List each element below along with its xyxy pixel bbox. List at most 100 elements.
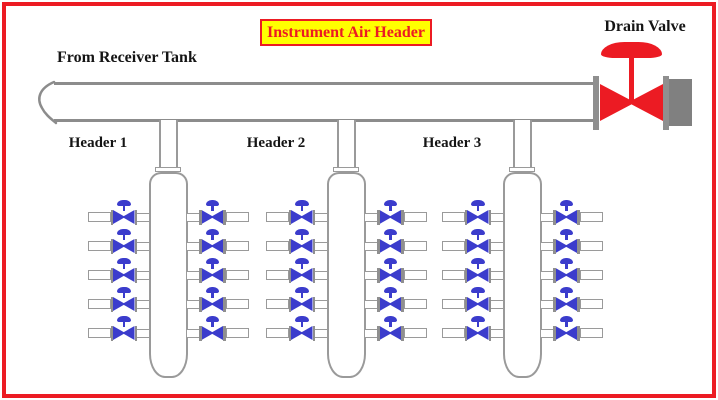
branch-pipe-h2-left-v1: [265, 212, 289, 222]
valve-stem-h2-left-v3: [300, 263, 303, 269]
valve-stem-h3-right-v3: [565, 263, 568, 269]
header-vessel-2: [326, 172, 366, 378]
valve-icon-h2-right-v1: [379, 210, 401, 224]
branch-stub-pipe-h3-right-v2: [541, 241, 553, 251]
valve-stem-h2-left-v4: [300, 292, 303, 298]
valve-flange-h3-left-v4-out: [464, 296, 467, 312]
valve-flange-h1-right-v4-in: [199, 296, 202, 312]
branch-pipe-h1-left-v5: [87, 328, 111, 338]
valve-icon-h3-right-v1: [555, 210, 577, 224]
valve-flange-h1-left-v3-out: [110, 267, 113, 283]
branch-stub-pipe-h1-left-v4: [137, 299, 149, 309]
valve-stem-h1-right-v3: [211, 263, 214, 269]
branch-pipe-h1-left-v3: [87, 270, 111, 280]
branch-stub-pipe-h3-left-v5: [491, 328, 503, 338]
valve-flange-h3-right-v2-out: [577, 238, 580, 254]
valve-handwheel-icon-h3-left-v2: [471, 229, 485, 235]
valve-icon-h2-left-v5: [291, 326, 313, 340]
valve-icon-h3-left-v1: [467, 210, 489, 224]
branch-stub-pipe-h3-left-v2: [491, 241, 503, 251]
branch-pipe-h3-left-v2: [441, 241, 465, 251]
valve-icon-h1-right-v5: [201, 326, 223, 340]
drain-end-cap: [669, 79, 692, 126]
branch-stub-pipe-h3-right-v5: [541, 328, 553, 338]
valve-handwheel-icon-h3-right-v2: [559, 229, 573, 235]
valve-icon-h2-right-v4: [379, 297, 401, 311]
valve-icon-h1-left-v1: [113, 210, 135, 224]
valve-handwheel-icon-h1-left-v4: [117, 287, 131, 293]
branch-pipe-h3-left-v5: [441, 328, 465, 338]
valve-flange-h3-right-v1-out: [577, 209, 580, 225]
valve-stem-h1-left-v1: [122, 205, 125, 211]
valve-stem-h1-left-v4: [122, 292, 125, 298]
branch-stub-pipe-h3-right-v4: [541, 299, 553, 309]
valve-flange-h3-right-v5-out: [577, 325, 580, 341]
valve-flange-h2-left-v4-out: [288, 296, 291, 312]
title-banner: Instrument Air Header: [260, 19, 432, 46]
valve-flange-h3-left-v5-in: [488, 325, 491, 341]
valve-handwheel-icon-h2-left-v4: [295, 287, 309, 293]
valve-stem-h2-left-v1: [300, 205, 303, 211]
valve-flange-h3-right-v5-in: [553, 325, 556, 341]
branch-stub-pipe-h1-left-v2: [137, 241, 149, 251]
valve-handwheel-icon-h2-right-v5: [383, 316, 397, 322]
branch-pipe-h1-right-v3: [225, 270, 249, 280]
valve-flange-h3-right-v4-in: [553, 296, 556, 312]
branch-pipe-h1-right-v2: [225, 241, 249, 251]
valve-stem-h3-right-v4: [565, 292, 568, 298]
valve-flange-h2-right-v2-in: [377, 238, 380, 254]
branch-pipe-h3-right-v4: [579, 299, 603, 309]
valve-flange-h1-left-v5-in: [134, 325, 137, 341]
valve-handwheel-icon-h3-right-v5: [559, 316, 573, 322]
branch-pipe-h1-left-v1: [87, 212, 111, 222]
valve-stem-h3-left-v1: [476, 205, 479, 211]
valve-handwheel-icon-h3-left-v5: [471, 316, 485, 322]
valve-handwheel-icon-h1-left-v1: [117, 200, 131, 206]
header-label-3: Header 3: [422, 135, 482, 151]
valve-stem-h1-left-v5: [122, 321, 125, 327]
valve-stem-h2-right-v4: [389, 292, 392, 298]
valve-flange-h3-right-v3-in: [553, 267, 556, 283]
branch-stub-pipe-h1-left-v5: [137, 328, 149, 338]
valve-stem-h3-left-v2: [476, 234, 479, 240]
branch-stub-pipe-h2-left-v5: [315, 328, 327, 338]
valve-icon-h1-right-v2: [201, 239, 223, 253]
branch-stub-pipe-h2-left-v1: [315, 212, 327, 222]
valve-stem-h2-right-v3: [389, 263, 392, 269]
branch-stub-pipe-h2-left-v2: [315, 241, 327, 251]
valve-flange-h1-left-v3-in: [134, 267, 137, 283]
branch-pipe-h2-left-v4: [265, 299, 289, 309]
valve-flange-h1-right-v1-out: [223, 209, 226, 225]
header-label-1: Header 1: [68, 135, 128, 151]
valve-flange-h2-right-v4-in: [377, 296, 380, 312]
valve-flange-h2-right-v3-out: [401, 267, 404, 283]
branch-stub-pipe-h1-right-v3: [187, 270, 199, 280]
valve-flange-h1-left-v1-in: [134, 209, 137, 225]
branch-stub-pipe-h2-left-v4: [315, 299, 327, 309]
valve-icon-h2-right-v3: [379, 268, 401, 282]
valve-icon-h1-right-v3: [201, 268, 223, 282]
valve-flange-h2-left-v4-in: [312, 296, 315, 312]
branch-pipe-h3-right-v2: [579, 241, 603, 251]
pipe-break-symbol: [38, 80, 58, 125]
valve-flange-h1-right-v1-in: [199, 209, 202, 225]
branch-pipe-h2-right-v4: [403, 299, 427, 309]
branch-pipe-h2-left-v2: [265, 241, 289, 251]
branch-stub-pipe-h1-left-v1: [137, 212, 149, 222]
valve-stem-h2-left-v2: [300, 234, 303, 240]
valve-flange-h1-left-v4-in: [134, 296, 137, 312]
valve-icon-h3-right-v4: [555, 297, 577, 311]
valve-handwheel-icon-h2-left-v5: [295, 316, 309, 322]
valve-handwheel-icon-h1-left-v5: [117, 316, 131, 322]
valve-handwheel-icon-h1-right-v3: [205, 258, 219, 264]
header-stub-pipe-1: [158, 120, 178, 169]
header-inlet-flange-3: [509, 167, 535, 172]
valve-handwheel-icon-h1-left-v2: [117, 229, 131, 235]
valve-icon-h3-right-v2: [555, 239, 577, 253]
valve-flange-h3-right-v2-in: [553, 238, 556, 254]
branch-stub-pipe-h2-right-v4: [365, 299, 377, 309]
valve-stem-h1-right-v1: [211, 205, 214, 211]
branch-pipe-h1-right-v1: [225, 212, 249, 222]
valve-flange-h1-right-v2-out: [223, 238, 226, 254]
branch-stub-pipe-h1-right-v5: [187, 328, 199, 338]
